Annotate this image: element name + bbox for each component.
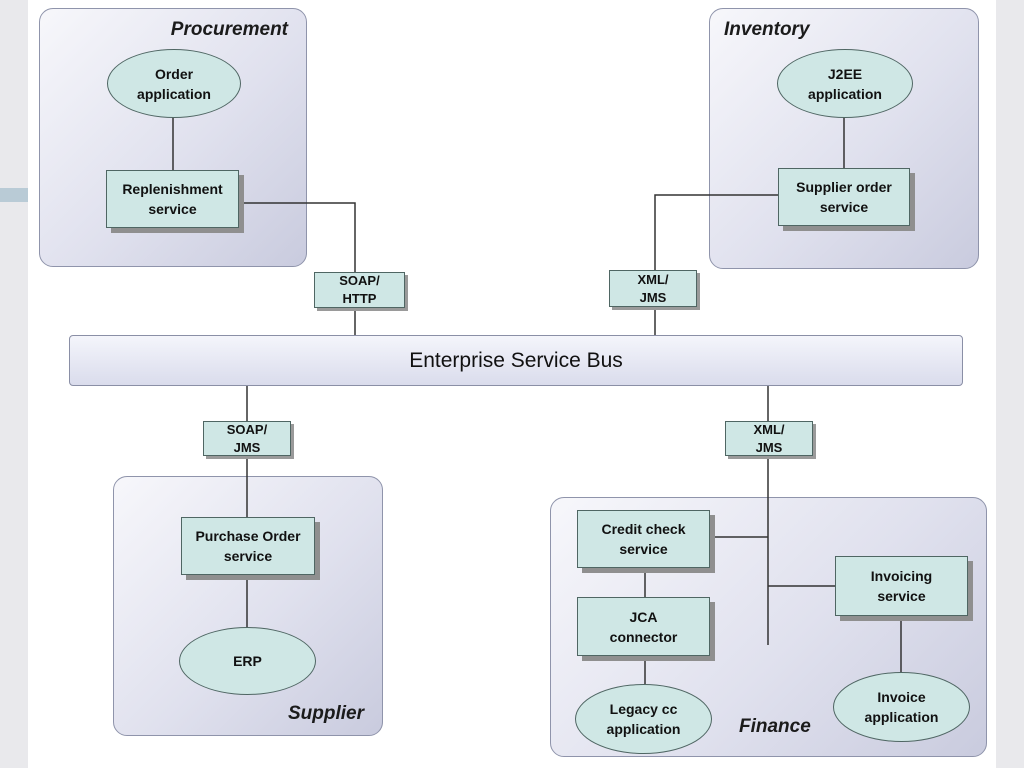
order-application: Order application [107,49,241,118]
slide-accent-bar [0,188,28,202]
soap-http-protocol: SOAP/ HTTP [314,272,405,308]
invoicing-service: Invoicing service [835,556,968,616]
soap-jms-protocol: SOAP/ JMS [203,421,291,456]
xml-jms-protocol-finance: XML/ JMS [725,421,813,456]
replenishment-to-bus-line [238,202,356,272]
j2ee-application: J2EE application [777,49,913,118]
finance-title: Finance [739,716,811,737]
credit-check-service: Credit check service [577,510,710,568]
supplier-title: Supplier [287,703,364,724]
erp-application: ERP [179,627,316,695]
supplier-order-to-bus-line [654,194,779,270]
legacy-cc-application: Legacy cc application [575,684,712,754]
invoice-application: Invoice application [833,672,970,742]
inventory-title: Inventory [724,19,810,40]
procurement-title: Procurement [170,19,288,40]
replenishment-service: Replenishment service [106,170,239,228]
supplier-order-service: Supplier order service [778,168,910,226]
jca-connector: JCA connector [577,597,710,656]
enterprise-service-bus: Enterprise Service Bus [69,335,963,386]
purchase-order-service: Purchase Order service [181,517,315,575]
xml-jms-protocol-inventory: XML/ JMS [609,270,697,307]
